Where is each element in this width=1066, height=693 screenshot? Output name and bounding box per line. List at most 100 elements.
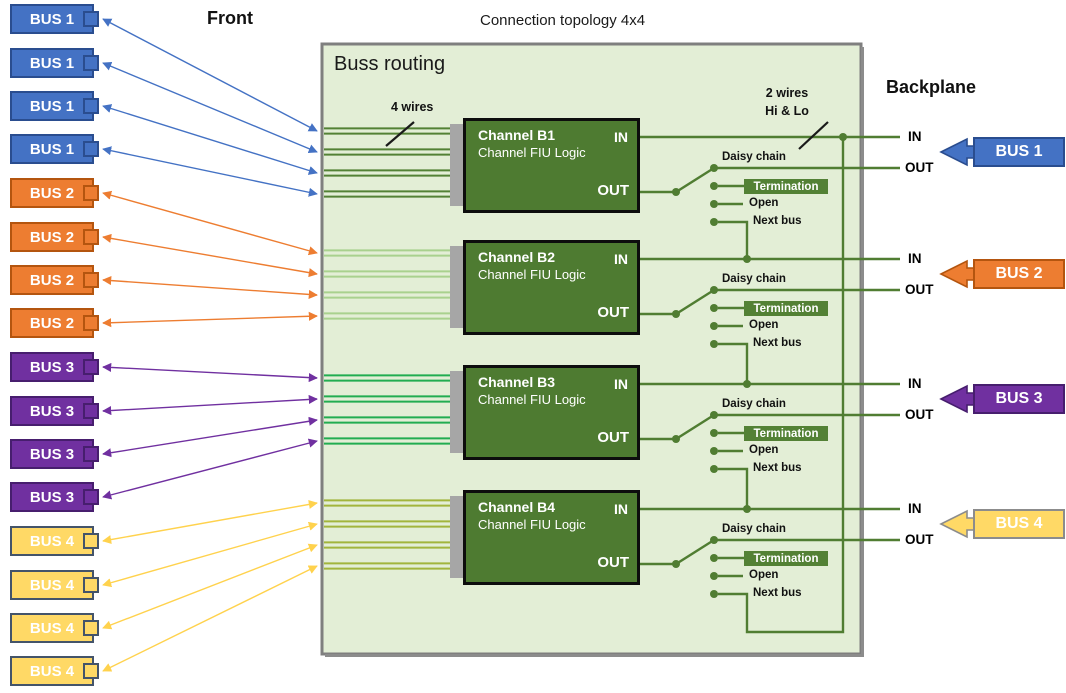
backplane-bus-arrows: [939, 137, 975, 539]
wire-bundle-b1: [324, 127, 450, 198]
daisy-chain-label: Daisy chain: [722, 273, 786, 285]
bus-box: BUS 1: [10, 91, 94, 121]
daisy-chain-label: Daisy chain: [722, 398, 786, 410]
bus-box: BUS 2: [10, 178, 94, 208]
front-bus-3d: BUS 3: [10, 482, 110, 512]
channel-name: Channel B4: [478, 499, 556, 515]
channel-b4-box: Channel B4 Channel FIU Logic IN OUT: [463, 490, 640, 585]
front-label: Front: [207, 8, 253, 28]
backplane-bus3-box: BUS 3: [973, 384, 1065, 414]
channel-name: Channel B1: [478, 127, 556, 143]
four-wires-slash: [385, 121, 415, 147]
front-bus-4c: BUS 4: [10, 613, 110, 643]
channel-subtitle: Channel FIU Logic: [478, 516, 586, 532]
bus-connector-square: [83, 489, 99, 505]
channel-b1-box: Channel B1 Channel FIU Logic IN OUT: [463, 118, 640, 213]
open-label: Open: [749, 319, 779, 331]
wire-bundle-b2: [324, 249, 450, 320]
backplane-out-label: OUT: [905, 407, 934, 422]
channel-in-port: IN: [614, 376, 628, 392]
backplane-in-label: IN: [908, 376, 922, 391]
termination-label: Termination: [744, 426, 828, 441]
bus-connector-square: [83, 359, 99, 375]
bus-connector-square: [83, 403, 99, 419]
bus-connector-square: [83, 446, 99, 462]
bus-connector-square: [83, 533, 99, 549]
next-bus-label: Next bus: [753, 462, 802, 474]
bus-box: BUS 4: [10, 656, 94, 686]
bus-box: BUS 3: [10, 396, 94, 426]
backplane-out-label: OUT: [905, 282, 934, 297]
bus-connector-square: [83, 11, 99, 27]
front-bus-1b: BUS 1: [10, 48, 110, 78]
channel-name: Channel B2: [478, 249, 556, 265]
front-bus-1c: BUS 1: [10, 91, 110, 121]
channel-subtitle: Channel FIU Logic: [478, 266, 586, 282]
bus-box: BUS 3: [10, 352, 94, 382]
buss-routing-title: Buss routing: [334, 53, 446, 75]
backplane-bus1-box: BUS 1: [973, 137, 1065, 167]
backplane-bus4-box: BUS 4: [973, 509, 1065, 539]
bus-box: BUS 4: [10, 526, 94, 556]
enclosure-shadow-bottom: [325, 654, 864, 657]
channel-out-port: OUT: [597, 429, 629, 446]
front-bus-2b: BUS 2: [10, 222, 110, 252]
channel-in-port: IN: [614, 129, 628, 145]
backplane-in-label: IN: [908, 251, 922, 266]
bus-connector-square: [83, 315, 99, 331]
bus-box: BUS 1: [10, 134, 94, 164]
front-connection-arrows: [102, 18, 318, 672]
open-label: Open: [749, 569, 779, 581]
channel-in-port: IN: [614, 251, 628, 267]
bus-connector-square: [83, 141, 99, 157]
bus-box: BUS 2: [10, 222, 94, 252]
bus-connector-square: [83, 663, 99, 679]
front-bus-4b: BUS 4: [10, 570, 110, 600]
backplane-out-label: OUT: [905, 160, 934, 175]
backplane-in-label: IN: [908, 129, 922, 144]
front-bus-2c: BUS 2: [10, 265, 110, 295]
daisy-chain-label: Daisy chain: [722, 151, 786, 163]
bus2-arrow: [939, 259, 975, 289]
bus-box: BUS 2: [10, 265, 94, 295]
daisy-chain-label: Daisy chain: [722, 523, 786, 535]
backplane-label: Backplane: [886, 77, 977, 97]
bus-box: BUS 2: [10, 308, 94, 338]
bus-connector-square: [83, 185, 99, 201]
wire-bundle-b4: [324, 499, 450, 570]
channel-subtitle: Channel FIU Logic: [478, 144, 586, 160]
hi-lo-annotation: Hi & Lo: [765, 104, 809, 118]
front-bus-4a: BUS 4: [10, 526, 110, 556]
bus1-arrow: [939, 137, 975, 167]
backplane-in-label: IN: [908, 501, 922, 516]
circuit-junction-dots: [672, 133, 847, 598]
front-bus-3b: BUS 3: [10, 396, 110, 426]
backplane-out-label: OUT: [905, 532, 934, 547]
channel-out-port: OUT: [597, 304, 629, 321]
channel-connector-strips: [450, 124, 463, 578]
next-bus-label: Next bus: [753, 587, 802, 599]
bus-connector-square: [83, 229, 99, 245]
front-bus-4d: BUS 4: [10, 656, 110, 686]
two-wires-slash: [798, 121, 829, 150]
front-bus-2d: BUS 2: [10, 308, 110, 338]
channel-out-port: OUT: [597, 554, 629, 571]
bus-box: BUS 3: [10, 439, 94, 469]
bus-connector-square: [83, 620, 99, 636]
page-title: Connection topology 4x4: [480, 12, 646, 29]
backplane-bus2-box: BUS 2: [973, 259, 1065, 289]
channel-out-port: OUT: [597, 182, 629, 199]
bus-connector-square: [83, 577, 99, 593]
bus4-arrow: [939, 509, 975, 539]
bus-connector-square: [83, 98, 99, 114]
bus3-arrow: [939, 384, 975, 414]
annotation-slashes: [385, 121, 829, 150]
channel-in-port: IN: [614, 501, 628, 517]
front-bus-2a: BUS 2: [10, 178, 110, 208]
open-label: Open: [749, 444, 779, 456]
front-bus-3a: BUS 3: [10, 352, 110, 382]
two-wires-annotation: 2 wires: [765, 86, 809, 100]
channel-b2-box: Channel B2 Channel FIU Logic IN OUT: [463, 240, 640, 335]
